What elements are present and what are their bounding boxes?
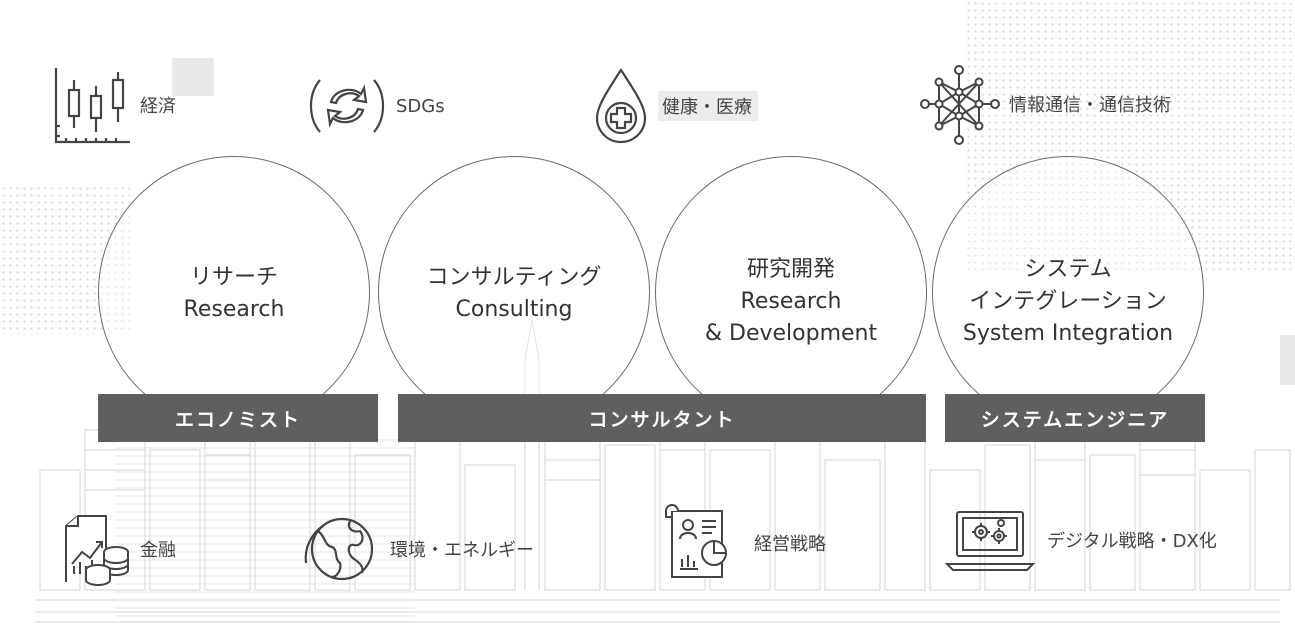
circle-rnd <box>655 156 927 428</box>
role-bar-consultant: コンサルタント <box>398 394 926 442</box>
topic-management-strategy: 経営戦略 <box>662 503 826 583</box>
topic-label: SDGs <box>396 95 445 117</box>
candlestick-chart-icon <box>54 68 130 144</box>
circle-research-text: リサーチ Research <box>98 262 370 326</box>
circle-system-integration <box>932 156 1204 428</box>
topic-label: 環境・エネルギー <box>390 540 534 561</box>
circle-text-line: & Development <box>704 321 878 346</box>
circle-consulting <box>378 156 650 428</box>
circle-text-line: Research <box>740 289 842 314</box>
topic-label: 経営戦略 <box>754 534 826 555</box>
topic-label: 金融 <box>140 540 176 561</box>
circle-text-line: System Integration <box>962 321 1174 346</box>
finance-chart-coins-icon <box>65 515 129 586</box>
medical-drop-icon <box>595 67 647 144</box>
circle-research <box>98 156 370 428</box>
gray-block <box>1280 335 1295 385</box>
topic-sdgs: SDGs <box>306 76 445 136</box>
topic-finance: 金融 <box>60 512 176 586</box>
topic-environment: 環境・エネルギー <box>302 513 534 585</box>
circle-consulting-text: コンサルティング Consulting <box>378 262 650 326</box>
circle-text-line: リサーチ <box>189 265 278 290</box>
circle-text-line: インテグレーション <box>969 289 1167 314</box>
topic-digital-strategy: デジタル戦略・DX化 <box>945 508 1217 572</box>
network-nodes-icon <box>920 65 1000 145</box>
topic-ict: 情報通信・通信技術 <box>917 62 1171 146</box>
topic-label: 情報通信・通信技術 <box>1009 95 1171 116</box>
circle-text-line: Research <box>183 297 285 322</box>
laptop-gears-icon <box>945 511 1035 571</box>
role-bar-system-engineer: システムエンジニア <box>945 394 1205 442</box>
gray-block <box>172 58 214 96</box>
topic-label: 経済 <box>140 96 176 117</box>
circle-text-line: コンサルティング <box>426 265 602 290</box>
circle-text-line: システム <box>1024 257 1112 282</box>
management-document-icon <box>665 504 727 578</box>
topic-label: デジタル戦略・DX化 <box>1047 531 1217 552</box>
globe-leaf-icon <box>304 517 374 581</box>
topic-label: 健康・医療 <box>658 91 758 121</box>
circle-text-line: 研究開発 <box>746 257 835 282</box>
topic-economy: 経済 <box>52 66 176 144</box>
circle-text-line: Consulting <box>455 297 573 322</box>
role-bar-economist: エコノミスト <box>98 394 378 442</box>
circle-system-integration-text: システム インテグレーション System Integration <box>932 254 1204 350</box>
recycle-arrows-icon <box>309 79 385 133</box>
topic-health: 健康・医療 <box>592 66 758 146</box>
circle-rnd-text: 研究開発 Research & Development <box>655 254 927 350</box>
